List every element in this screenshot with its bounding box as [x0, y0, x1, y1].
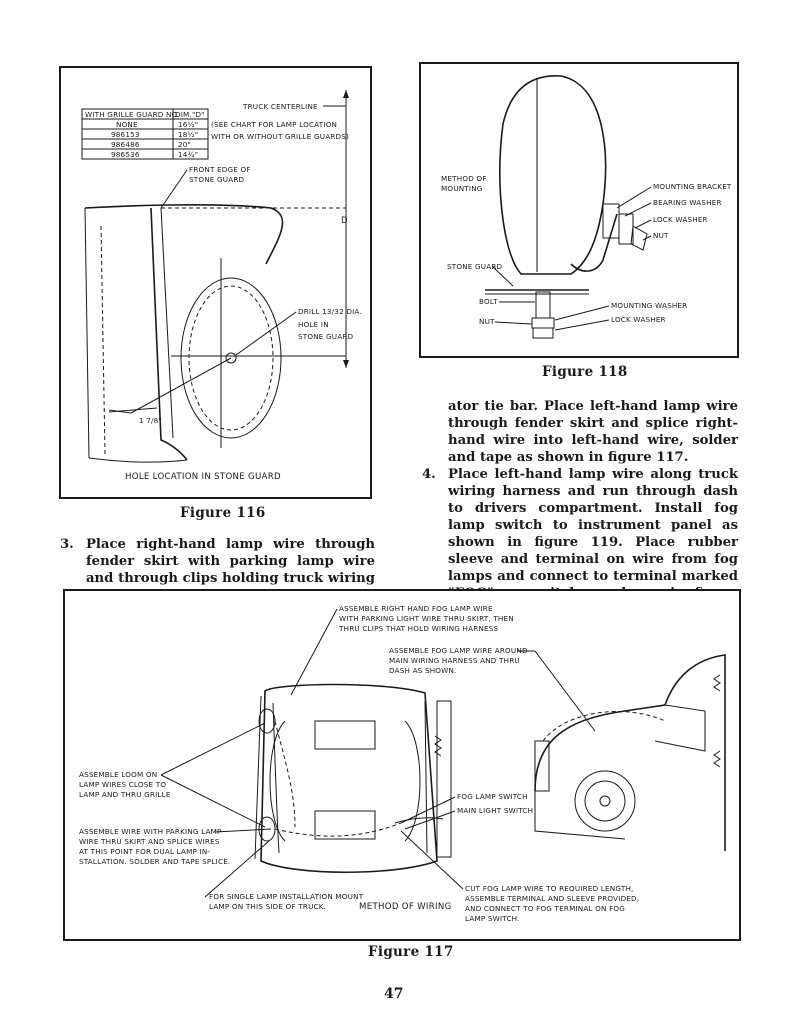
callout-parking-1: ASSEMBLE WIRE WITH PARKING LAMP	[79, 827, 222, 836]
figure-118-caption: Figure 118	[542, 364, 628, 380]
right-text-column: ator tie bar. Place left-hand lamp wire …	[422, 398, 738, 636]
table-header-dim: DIM."D"	[175, 110, 205, 119]
cut-wire-2: ASSEMBLE TERMINAL AND SLEEVE PROVIDED,	[465, 894, 639, 903]
step-3-number: 3.	[60, 537, 74, 552]
table-cell: 16½"	[178, 120, 198, 129]
table-cell: NONE	[116, 120, 138, 129]
callout-loom-2: LAMP WIRES CLOSE TO	[79, 780, 166, 789]
figure-117-frame: ASSEMBLE RIGHT HAND FOG LAMP WIRE WITH P…	[63, 589, 741, 941]
nut-bottom-label: NUT	[479, 317, 495, 326]
callout-top-3: THRU CLIPS THAT HOLD WIRING HARNESS	[338, 624, 499, 633]
callout-top-2: WITH PARKING LIGHT WIRE THRU SKIRT, THEN	[339, 614, 514, 623]
lock-washer-top-label: LOCK WASHER	[653, 215, 708, 224]
drill-label-1: DRILL 13/32 DIA.	[298, 307, 362, 316]
drill-label-2: HOLE IN	[298, 320, 329, 329]
figure-117-caption: Figure 117	[368, 944, 454, 960]
cut-wire-1: CUT FOG LAMP WIRE TO REQUIRED LENGTH,	[465, 884, 634, 893]
step-3-continuation: ator tie bar. Place left-hand lamp wire …	[448, 399, 738, 465]
main-switch-label: MAIN LIGHT SWITCH	[457, 806, 533, 815]
front-edge-label-2: STONE GUARD	[189, 175, 245, 184]
nut-top-label: NUT	[653, 231, 669, 240]
chart-note-1: (SEE CHART FOR LAMP LOCATION	[211, 120, 337, 129]
callout-parking-4: STALLATION. SOLDER AND TAPE SPLICE.	[79, 857, 230, 866]
table-cell: 986153	[111, 130, 140, 139]
method-label-2: MOUNTING	[441, 184, 483, 193]
callout-parking-3: AT THIS POINT FOR DUAL LAMP IN-	[79, 847, 210, 856]
lock-washer-bottom-label: LOCK WASHER	[611, 315, 666, 324]
bearing-washer-label: BEARING WASHER	[653, 198, 722, 207]
callout-loom-3: LAMP AND THRU GRILLE	[79, 790, 171, 799]
mounting-bracket-label: MOUNTING BRACKET	[653, 182, 732, 191]
table-cell: 14¾"	[178, 150, 198, 159]
drill-label-3: STONE GUARD	[298, 332, 354, 341]
truck-centerline-label: TRUCK CENTERLINE	[242, 102, 318, 111]
method-of-wiring-label: METHOD OF WIRING	[359, 902, 452, 912]
table-cell: 986536	[111, 150, 140, 159]
callout-parking-2: WIRE THRU SKIRT AND SPLICE WIRES	[79, 837, 220, 846]
single-lamp-1: FOR SINGLE LAMP INSTALLATION MOUNT	[209, 892, 364, 901]
figure-116-title: HOLE LOCATION IN STONE GUARD	[125, 472, 281, 482]
step-4-number: 4.	[422, 467, 436, 482]
figure-117-drawing: ASSEMBLE RIGHT HAND FOG LAMP WIRE WITH P…	[79, 604, 726, 923]
cut-wire-3: AND CONNECT TO FOG TERMINAL ON FOG	[465, 904, 625, 913]
figure-116-frame: WITH GRILLE GUARD NO. DIM."D" NONE 16½" …	[59, 66, 372, 499]
table-header-guard: WITH GRILLE GUARD NO.	[85, 110, 180, 119]
table-cell: 20"	[178, 140, 191, 149]
figure-116-drawing: WITH GRILLE GUARD NO. DIM."D" NONE 16½" …	[81, 90, 362, 482]
callout-loom-1: ASSEMBLE LOOM ON	[79, 770, 157, 779]
figure-118-frame: METHOD OF MOUNTING MOUNTING BRACKET BEAR…	[419, 62, 739, 358]
mounting-washer-label: MOUNTING WASHER	[611, 301, 687, 310]
callout-harness-2: MAIN WIRING HARNESS AND THRU	[389, 656, 520, 665]
single-lamp-2: LAMP ON THIS SIDE OF TRUCK.	[209, 902, 326, 911]
callout-harness-1: ASSEMBLE FOG LAMP WIRE AROUND	[389, 646, 528, 655]
cut-wire-4: LAMP SWITCH.	[465, 914, 520, 923]
grille-guard-table: WITH GRILLE GUARD NO. DIM."D" NONE 16½" …	[81, 108, 209, 160]
method-label-1: METHOD OF	[441, 174, 487, 183]
fog-switch-label: FOG LAMP SWITCH	[457, 792, 528, 801]
callout-harness-3: DASH AS SHOWN.	[389, 666, 457, 675]
stone-guard-label: STONE GUARD	[447, 262, 503, 271]
front-edge-label-1: FRONT EDGE OF	[189, 165, 251, 174]
dim-inches-label: 1 7/8"	[139, 416, 162, 425]
dim-d-label: D	[341, 216, 348, 226]
table-cell: 18½"	[178, 130, 198, 139]
page-number: 47	[384, 986, 404, 1002]
figure-118-drawing: METHOD OF MOUNTING MOUNTING BRACKET BEAR…	[441, 75, 732, 339]
table-cell: 986486	[111, 140, 140, 149]
callout-top-1: ASSEMBLE RIGHT HAND FOG LAMP WIRE	[339, 604, 493, 613]
bolt-label: BOLT	[479, 297, 498, 306]
chart-note-2: WITH OR WITHOUT GRILLE GUARDS)	[211, 132, 349, 141]
step-4: 4. Place left-hand lamp wire along truck…	[422, 466, 738, 636]
figure-116-caption: Figure 116	[180, 505, 266, 521]
